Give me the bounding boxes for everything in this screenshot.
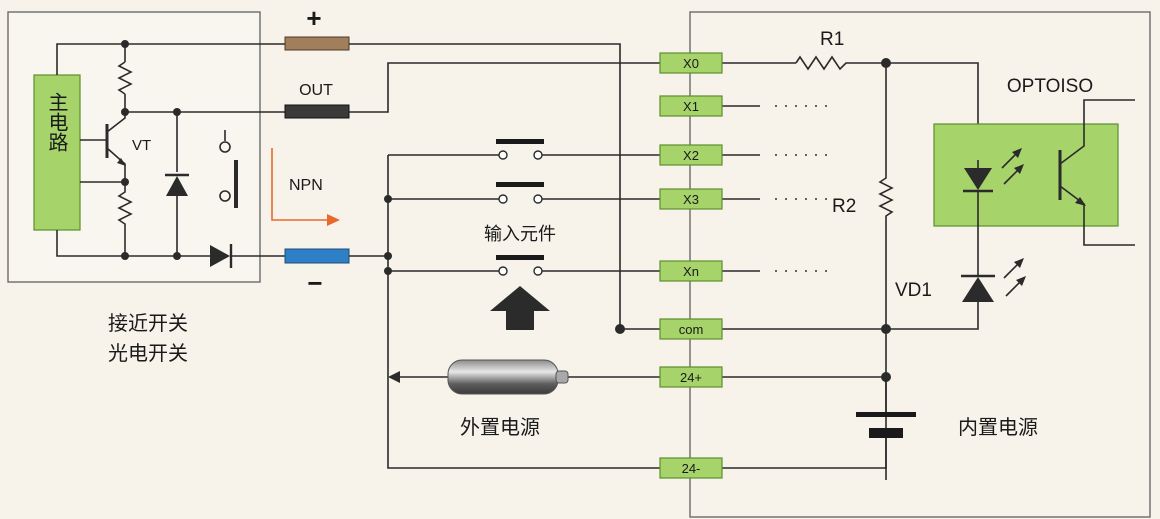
terminal-x2-label: X2 <box>683 148 699 163</box>
optoiso-block <box>933 123 1119 227</box>
emitter-arrow-icon <box>117 158 126 166</box>
npn-current-arrow <box>271 148 328 221</box>
junction-dot <box>121 252 129 260</box>
internal-power-label: 内置电源 <box>958 415 1038 439</box>
vd1-diode-icon <box>962 277 994 302</box>
resistor-bottom <box>117 182 133 256</box>
terminal-24plus: 24+ <box>659 366 723 388</box>
resistor-r1 <box>795 55 979 160</box>
wire-24minus <box>722 438 887 469</box>
terminal-x1: X1 <box>659 95 723 117</box>
minus-lead <box>284 248 350 264</box>
switch-contact <box>498 150 508 160</box>
terminal-x3: X3 <box>659 188 723 210</box>
sensor-caption-line2: 光电开关 <box>108 341 188 365</box>
main-circuit-label: 主电路 <box>45 92 69 152</box>
battery-terminal <box>555 370 569 384</box>
led-ring-icon <box>219 190 231 202</box>
zener-diode-icon <box>166 176 188 196</box>
transistor-collector <box>106 112 126 133</box>
vd1-out <box>886 302 979 330</box>
diode-icon <box>210 245 230 267</box>
transistor-emitter <box>106 147 126 182</box>
switch-contact <box>533 150 543 160</box>
npn-label: NPN <box>289 177 323 194</box>
switch-x2-button <box>496 139 544 144</box>
switch-xn-button <box>496 255 544 260</box>
switch-contact <box>533 194 543 204</box>
npn-arrow-head-icon <box>327 214 340 226</box>
phototransistor-emitter <box>1059 185 1135 246</box>
light-arrow-icon <box>1016 276 1026 286</box>
out-lead <box>284 104 350 119</box>
sensor-caption-line1: 接近开关 <box>108 311 188 335</box>
external-power-label: 外置电源 <box>460 415 540 439</box>
plus-lead <box>284 36 350 51</box>
optoiso-label: OPTOISO <box>1007 76 1093 97</box>
left-arrow-icon <box>388 371 400 383</box>
wire-plus-to-com <box>349 43 660 330</box>
terminal-24plus-label: 24+ <box>680 370 702 385</box>
input-elements-label: 输入元件 <box>484 224 556 245</box>
terminal-xn-label: Xn <box>683 264 699 279</box>
light-arrow-icon <box>1014 258 1024 268</box>
light-arrow-icon <box>1012 148 1022 158</box>
terminal-com: com <box>659 318 723 340</box>
junction-dot <box>881 324 891 334</box>
internal-battery-plate <box>856 412 916 417</box>
minus-label: − <box>307 268 322 298</box>
r2-label: R2 <box>832 196 856 217</box>
terminal-x0-label: X0 <box>683 56 699 71</box>
terminal-x2: X2 <box>659 144 723 166</box>
plus-label: + <box>306 3 321 33</box>
resistor-top <box>117 61 133 95</box>
switch-contact <box>498 266 508 276</box>
resistor-r2 <box>878 63 894 480</box>
led-ring-icon <box>219 141 231 153</box>
junction-dot <box>615 324 625 334</box>
terminal-24minus: 24- <box>659 457 723 479</box>
transistor-label: VT <box>132 137 151 154</box>
switch-x3-button <box>496 182 544 187</box>
switch-contact <box>533 266 543 276</box>
external-battery-icon <box>447 359 559 395</box>
vd1-label: VD1 <box>895 280 932 301</box>
switch-contact <box>498 194 508 204</box>
terminal-x3-label: X3 <box>683 192 699 207</box>
wire-sensor-top <box>56 43 285 75</box>
light-arrow-icon <box>1014 164 1024 174</box>
phototransistor-collector <box>1059 99 1135 165</box>
terminal-com-label: com <box>679 322 704 337</box>
junction-dot <box>384 252 392 260</box>
phototransistor-arrow-icon <box>1075 197 1086 206</box>
terminal-x0: X0 <box>659 52 723 74</box>
terminal-xn: Xn <box>659 260 723 282</box>
out-label: OUT <box>299 82 333 99</box>
opto-led-icon <box>964 168 992 190</box>
main-circuit-block <box>33 74 81 231</box>
internal-battery-plate <box>869 428 903 438</box>
r1-label: R1 <box>820 29 844 50</box>
terminal-x1-label: X1 <box>683 99 699 114</box>
wire-sensor-bottom <box>56 230 210 257</box>
press-arrow-icon <box>490 286 550 330</box>
wire-out-to-x0 <box>349 62 660 113</box>
terminal-24minus-label: 24- <box>682 461 701 476</box>
